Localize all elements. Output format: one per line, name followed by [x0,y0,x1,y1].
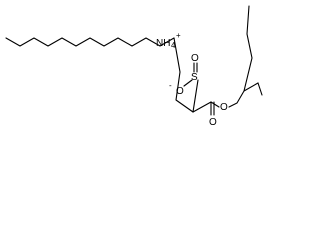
oxide-charge: - [169,81,172,90]
bond-sulfur-oxygen-bottom [183,79,193,87]
oxygen-top-label: O [191,53,199,64]
bond-alpha-carbonyl [192,101,212,113]
sulfur-label: S [191,72,198,83]
chemical-structure: NH 4 + S O O - O O [5,5,263,127]
oxygen-carbonyl-label: O [209,117,217,127]
methyl-terminal [257,82,263,96]
oxygen-ester-label: O [220,102,228,113]
alkyl-chain [5,37,175,47]
oxygen-bottom-label: O [176,86,184,97]
chain-to-alpha-carbon [173,37,194,113]
bond-carbon-sulfur [192,79,199,113]
ammonium-subscript: 4 [171,41,176,50]
ester-alkyl-chain [228,82,259,108]
ammonium-charge: + [176,31,181,40]
ammonium-label: NH [156,38,170,49]
bond-carbonyl-ester-oxygen [210,101,220,108]
ethyl-branch [243,5,253,92]
